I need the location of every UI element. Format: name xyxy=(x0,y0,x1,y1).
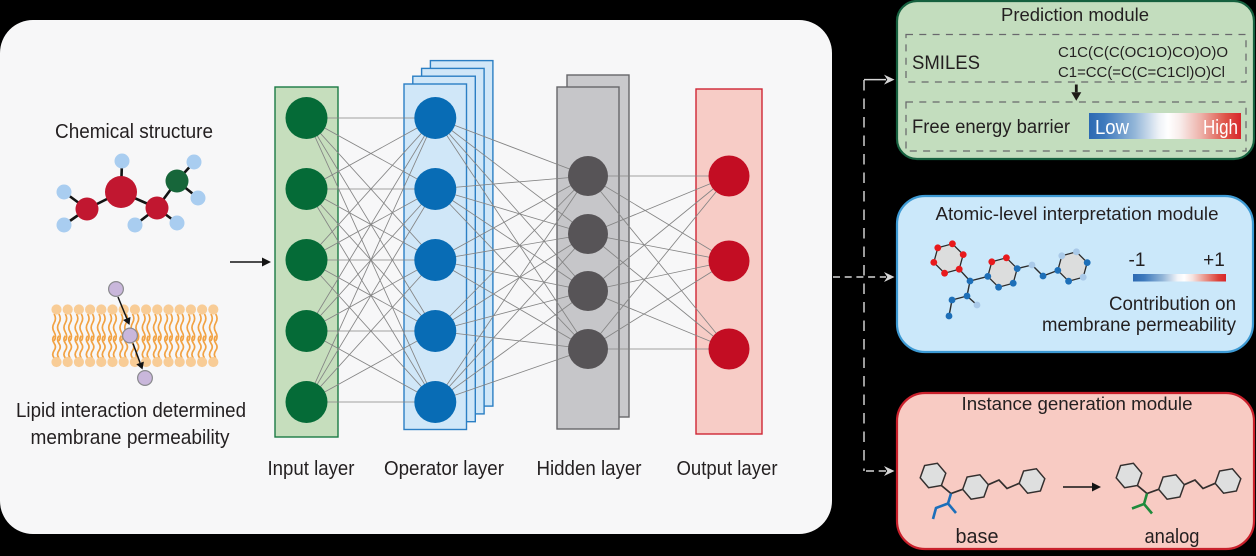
svg-text:Operator layer: Operator layer xyxy=(384,458,504,480)
svg-text:analog: analog xyxy=(1145,526,1200,548)
svg-text:Prediction module: Prediction module xyxy=(1001,5,1149,25)
svg-text:C1=CC(=C(C=C1Cl)O)Cl: C1=CC(=C(C=C1Cl)O)Cl xyxy=(1058,64,1225,81)
svg-text:-1: -1 xyxy=(1129,250,1146,271)
svg-text:base: base xyxy=(956,526,999,548)
svg-text:membrane permeability: membrane permeability xyxy=(1042,314,1236,336)
svg-text:Input layer: Input layer xyxy=(268,458,355,480)
svg-text:Contribution on: Contribution on xyxy=(1109,293,1236,315)
svg-text:Instance generation module: Instance generation module xyxy=(962,394,1193,414)
svg-text:Atomic-level interpretation mo: Atomic-level interpretation module xyxy=(936,204,1219,224)
svg-text:C1C(C(C(OC1O)CO)O)O: C1C(C(C(OC1O)CO)O)O xyxy=(1058,44,1228,61)
svg-text:+1: +1 xyxy=(1203,250,1225,271)
svg-text:Hidden layer: Hidden layer xyxy=(537,458,642,480)
svg-text:SMILES: SMILES xyxy=(912,53,980,74)
svg-text:High: High xyxy=(1203,117,1238,139)
svg-text:Free energy barrier: Free energy barrier xyxy=(912,117,1071,138)
svg-text:membrane permeability: membrane permeability xyxy=(31,427,230,449)
svg-text:Chemical structure: Chemical structure xyxy=(55,121,213,143)
svg-text:Output layer: Output layer xyxy=(677,458,778,480)
svg-text:Low: Low xyxy=(1095,117,1130,139)
svg-text:Lipid interaction determined: Lipid interaction determined xyxy=(16,400,246,422)
